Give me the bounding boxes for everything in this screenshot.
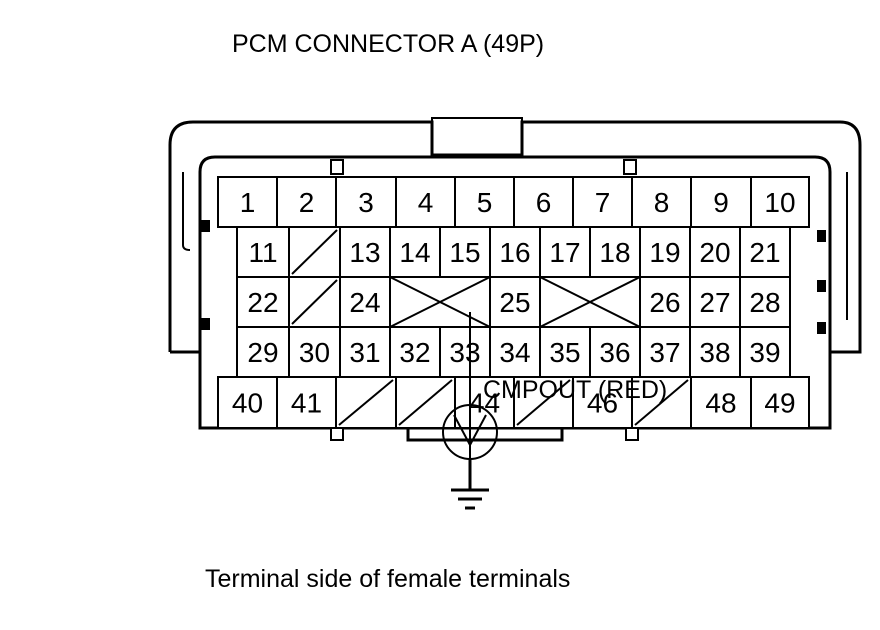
blank-cavity-slash [398, 379, 453, 426]
row4-cell [689, 326, 741, 378]
row2-cell [589, 226, 641, 278]
row1-cell [454, 176, 515, 228]
pin-3: 3 [358, 187, 374, 218]
housing-tabs [330, 159, 639, 441]
pin-34: 34 [499, 337, 530, 368]
pin-11: 11 [248, 237, 277, 268]
pin-39: 39 [749, 337, 780, 368]
pin-14: 14 [399, 237, 430, 268]
pin-38: 38 [699, 337, 730, 368]
pin-28: 28 [749, 287, 780, 318]
row1-cell [690, 176, 752, 228]
probe-label: CMPOUT (RED) [483, 376, 667, 404]
right-lock-3 [817, 322, 826, 334]
pin-49: 49 [764, 388, 795, 419]
row4-cell [739, 326, 791, 378]
blank-cavity-slash [291, 229, 338, 275]
pin-33: 33 [449, 337, 480, 368]
pin-26: 26 [649, 287, 680, 318]
right-lock-1 [817, 230, 826, 242]
blank-cavity-cross [389, 276, 491, 328]
blank-cavity-slash [634, 379, 689, 426]
blank-cavity-slash [338, 379, 394, 426]
ground-icon [451, 459, 489, 510]
blank-cavity-cross [539, 276, 641, 328]
pin-1: 1 [240, 187, 256, 218]
row1-cell [513, 176, 574, 228]
diagram-title: PCM CONNECTOR A (49P) [232, 30, 544, 58]
pin-36: 36 [599, 337, 630, 368]
outer-shell [168, 120, 862, 354]
meter-probe-icon [442, 312, 498, 460]
pin-27: 27 [699, 287, 730, 318]
row1-cell [750, 176, 810, 228]
left-lock-1 [201, 220, 210, 232]
pin-5: 5 [477, 187, 493, 218]
pin-30: 30 [299, 337, 330, 368]
right-lock-2 [817, 280, 826, 292]
pin-25: 25 [499, 287, 530, 318]
bottom-tab-right [625, 427, 639, 441]
pin-48: 48 [705, 388, 736, 419]
blank-cavity-slash [516, 379, 571, 426]
row5-cell [276, 376, 337, 429]
pin-8: 8 [654, 187, 670, 218]
pin-10: 10 [764, 187, 795, 218]
pin-13: 13 [349, 237, 380, 268]
pin-40: 40 [232, 388, 263, 419]
pin-2: 2 [299, 187, 315, 218]
pin-15: 15 [449, 237, 480, 268]
pin-6: 6 [536, 187, 552, 218]
connector-housing [168, 117, 862, 442]
inner-body [198, 155, 832, 430]
pin-9: 9 [713, 187, 729, 218]
top-tab-left [330, 159, 344, 175]
pin-21: 21 [749, 237, 780, 268]
row5-cell [750, 376, 810, 429]
row3-cell [236, 276, 290, 328]
pin-44: 44 [469, 388, 500, 419]
pin-7: 7 [595, 187, 611, 218]
row5-cell [572, 376, 633, 429]
pin-29: 29 [247, 337, 278, 368]
pin-4: 4 [418, 187, 434, 218]
pin-22: 22 [247, 287, 278, 318]
top-latch [431, 117, 523, 122]
row3-cell [739, 276, 791, 328]
pin-35: 35 [549, 337, 580, 368]
pin-41: 41 [291, 388, 322, 419]
diagram-caption: Terminal side of female terminals [205, 565, 570, 593]
row2-cell [439, 226, 491, 278]
row4-cell [639, 326, 691, 378]
top-tab-right [623, 159, 637, 175]
pin-32: 32 [399, 337, 430, 368]
row1-cell [631, 176, 692, 228]
bottom-notch [406, 428, 564, 442]
pin-31: 31 [349, 337, 380, 368]
row2-cell [236, 226, 290, 278]
left-lock-2 [201, 318, 210, 330]
row2-cell [489, 226, 541, 278]
pin-19: 19 [649, 237, 680, 268]
pin-24: 24 [349, 287, 380, 318]
pin-18: 18 [599, 237, 630, 268]
row4-cell [389, 326, 441, 378]
pin-20: 20 [699, 237, 730, 268]
pin-46: 46 [587, 388, 618, 419]
row1-cell [335, 176, 397, 228]
row4-cell [539, 326, 591, 378]
pin-37: 37 [649, 337, 680, 368]
bottom-tab-left [330, 427, 344, 441]
side-locks [201, 220, 826, 334]
pin-16: 16 [499, 237, 530, 268]
row2-cell [389, 226, 441, 278]
blank-cavity-slash [291, 279, 338, 325]
row4-cell [489, 326, 541, 378]
pin-17: 17 [549, 237, 580, 268]
